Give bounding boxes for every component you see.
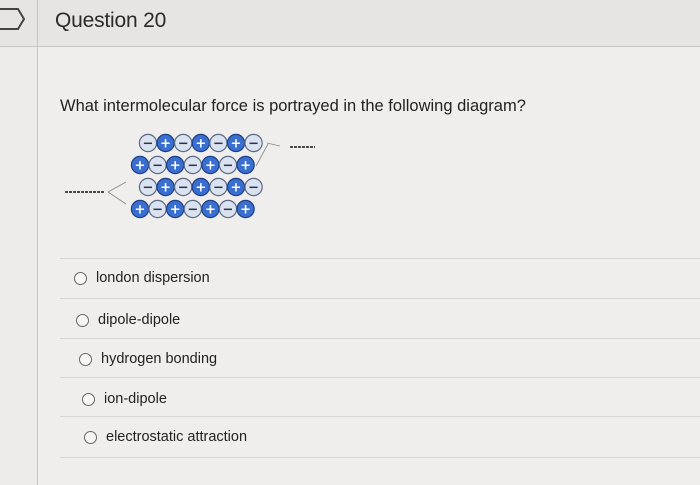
- cation-ion: +: [201, 155, 220, 175]
- anion-ion: −: [244, 177, 263, 197]
- cation-ion: +: [156, 133, 175, 153]
- anion-ion: −: [173, 133, 193, 153]
- anion-ion: −: [183, 199, 203, 219]
- svg-text:−: −: [223, 203, 234, 218]
- anion-ion: −: [244, 133, 263, 153]
- radio-button[interactable]: [76, 313, 89, 327]
- cation-ion: +: [226, 177, 246, 197]
- divider: [60, 258, 700, 259]
- svg-text:+: +: [170, 203, 181, 218]
- svg-text:−: −: [248, 181, 259, 196]
- answer-option[interactable]: hydrogen bonding: [79, 347, 217, 371]
- question-prompt: What intermolecular force is portrayed i…: [60, 97, 526, 115]
- cation-ion: +: [226, 133, 246, 153]
- svg-text:+: +: [160, 181, 171, 196]
- anion-ion: −: [148, 155, 167, 175]
- radio-button[interactable]: [84, 430, 97, 444]
- option-label: hydrogen bonding: [101, 351, 218, 367]
- radio-button[interactable]: [79, 352, 92, 366]
- cation-ion: +: [165, 199, 185, 219]
- svg-text:−: −: [143, 181, 154, 196]
- svg-text:+: +: [195, 181, 206, 196]
- anion-ion: −: [173, 177, 193, 197]
- cation-ion: +: [236, 155, 255, 175]
- answer-option[interactable]: london dispersion: [74, 266, 210, 290]
- question-title: Question 20: [55, 9, 167, 32]
- svg-text:+: +: [240, 159, 251, 174]
- svg-text:+: +: [231, 181, 242, 196]
- pointer-lines: [65, 142, 315, 205]
- svg-text:+: +: [205, 159, 216, 174]
- option-label: ion-dipole: [104, 391, 167, 407]
- answer-option[interactable]: dipole-dipole: [76, 308, 180, 332]
- anion-ion: −: [209, 177, 228, 197]
- svg-text:−: −: [178, 181, 189, 196]
- svg-text:+: +: [240, 203, 251, 218]
- anion-ion: −: [218, 155, 238, 175]
- svg-text:−: −: [152, 203, 163, 218]
- lattice-grid: −+−+−+−+−+−+−+−+−+−+−+−+−+−+: [130, 133, 263, 219]
- svg-text:−: −: [248, 137, 259, 152]
- svg-text:−: −: [152, 159, 163, 174]
- anion-ion: −: [148, 199, 167, 219]
- divider: [60, 377, 700, 378]
- cation-ion: +: [191, 177, 210, 197]
- svg-text:−: −: [143, 137, 154, 152]
- anion-ion: −: [183, 155, 203, 175]
- divider: [60, 457, 700, 458]
- svg-text:+: +: [135, 159, 146, 174]
- ionic-lattice-diagram: −+−+−+−+−+−+−+−+−+−+−+−+−+−+: [65, 133, 315, 219]
- anion-ion: −: [218, 199, 238, 219]
- cation-ion: +: [236, 199, 255, 219]
- svg-text:+: +: [135, 203, 146, 218]
- divider: [60, 416, 700, 417]
- radio-button[interactable]: [74, 271, 87, 285]
- svg-text:+: +: [170, 159, 181, 174]
- cation-ion: +: [165, 155, 185, 175]
- question-card: [37, 47, 700, 485]
- cation-ion: +: [156, 177, 175, 197]
- flag-question-icon[interactable]: [0, 6, 32, 32]
- option-label: electrostatic attraction: [106, 429, 248, 445]
- svg-text:−: −: [187, 159, 198, 174]
- answer-option[interactable]: electrostatic attraction: [84, 425, 247, 449]
- anion-ion: −: [138, 177, 158, 197]
- svg-text:+: +: [160, 137, 171, 152]
- svg-text:−: −: [178, 137, 189, 152]
- cation-ion: +: [191, 133, 210, 153]
- svg-text:+: +: [205, 203, 216, 218]
- header-divider: [37, 0, 38, 46]
- svg-text:−: −: [187, 203, 198, 218]
- anion-ion: −: [138, 133, 158, 153]
- answer-option[interactable]: ion-dipole: [82, 387, 167, 411]
- anion-ion: −: [209, 133, 228, 153]
- svg-text:−: −: [223, 159, 234, 174]
- cation-ion: +: [130, 199, 150, 219]
- svg-text:−: −: [213, 181, 224, 196]
- option-label: dipole-dipole: [98, 312, 181, 328]
- cation-ion: +: [201, 199, 220, 219]
- svg-text:+: +: [231, 137, 242, 152]
- svg-text:+: +: [195, 137, 206, 152]
- divider: [60, 338, 700, 339]
- svg-text:−: −: [213, 137, 224, 152]
- divider: [60, 298, 700, 299]
- question-header: Question 20: [0, 0, 700, 47]
- cation-ion: +: [130, 155, 150, 175]
- option-label: london dispersion: [96, 270, 210, 286]
- radio-button[interactable]: [82, 392, 95, 406]
